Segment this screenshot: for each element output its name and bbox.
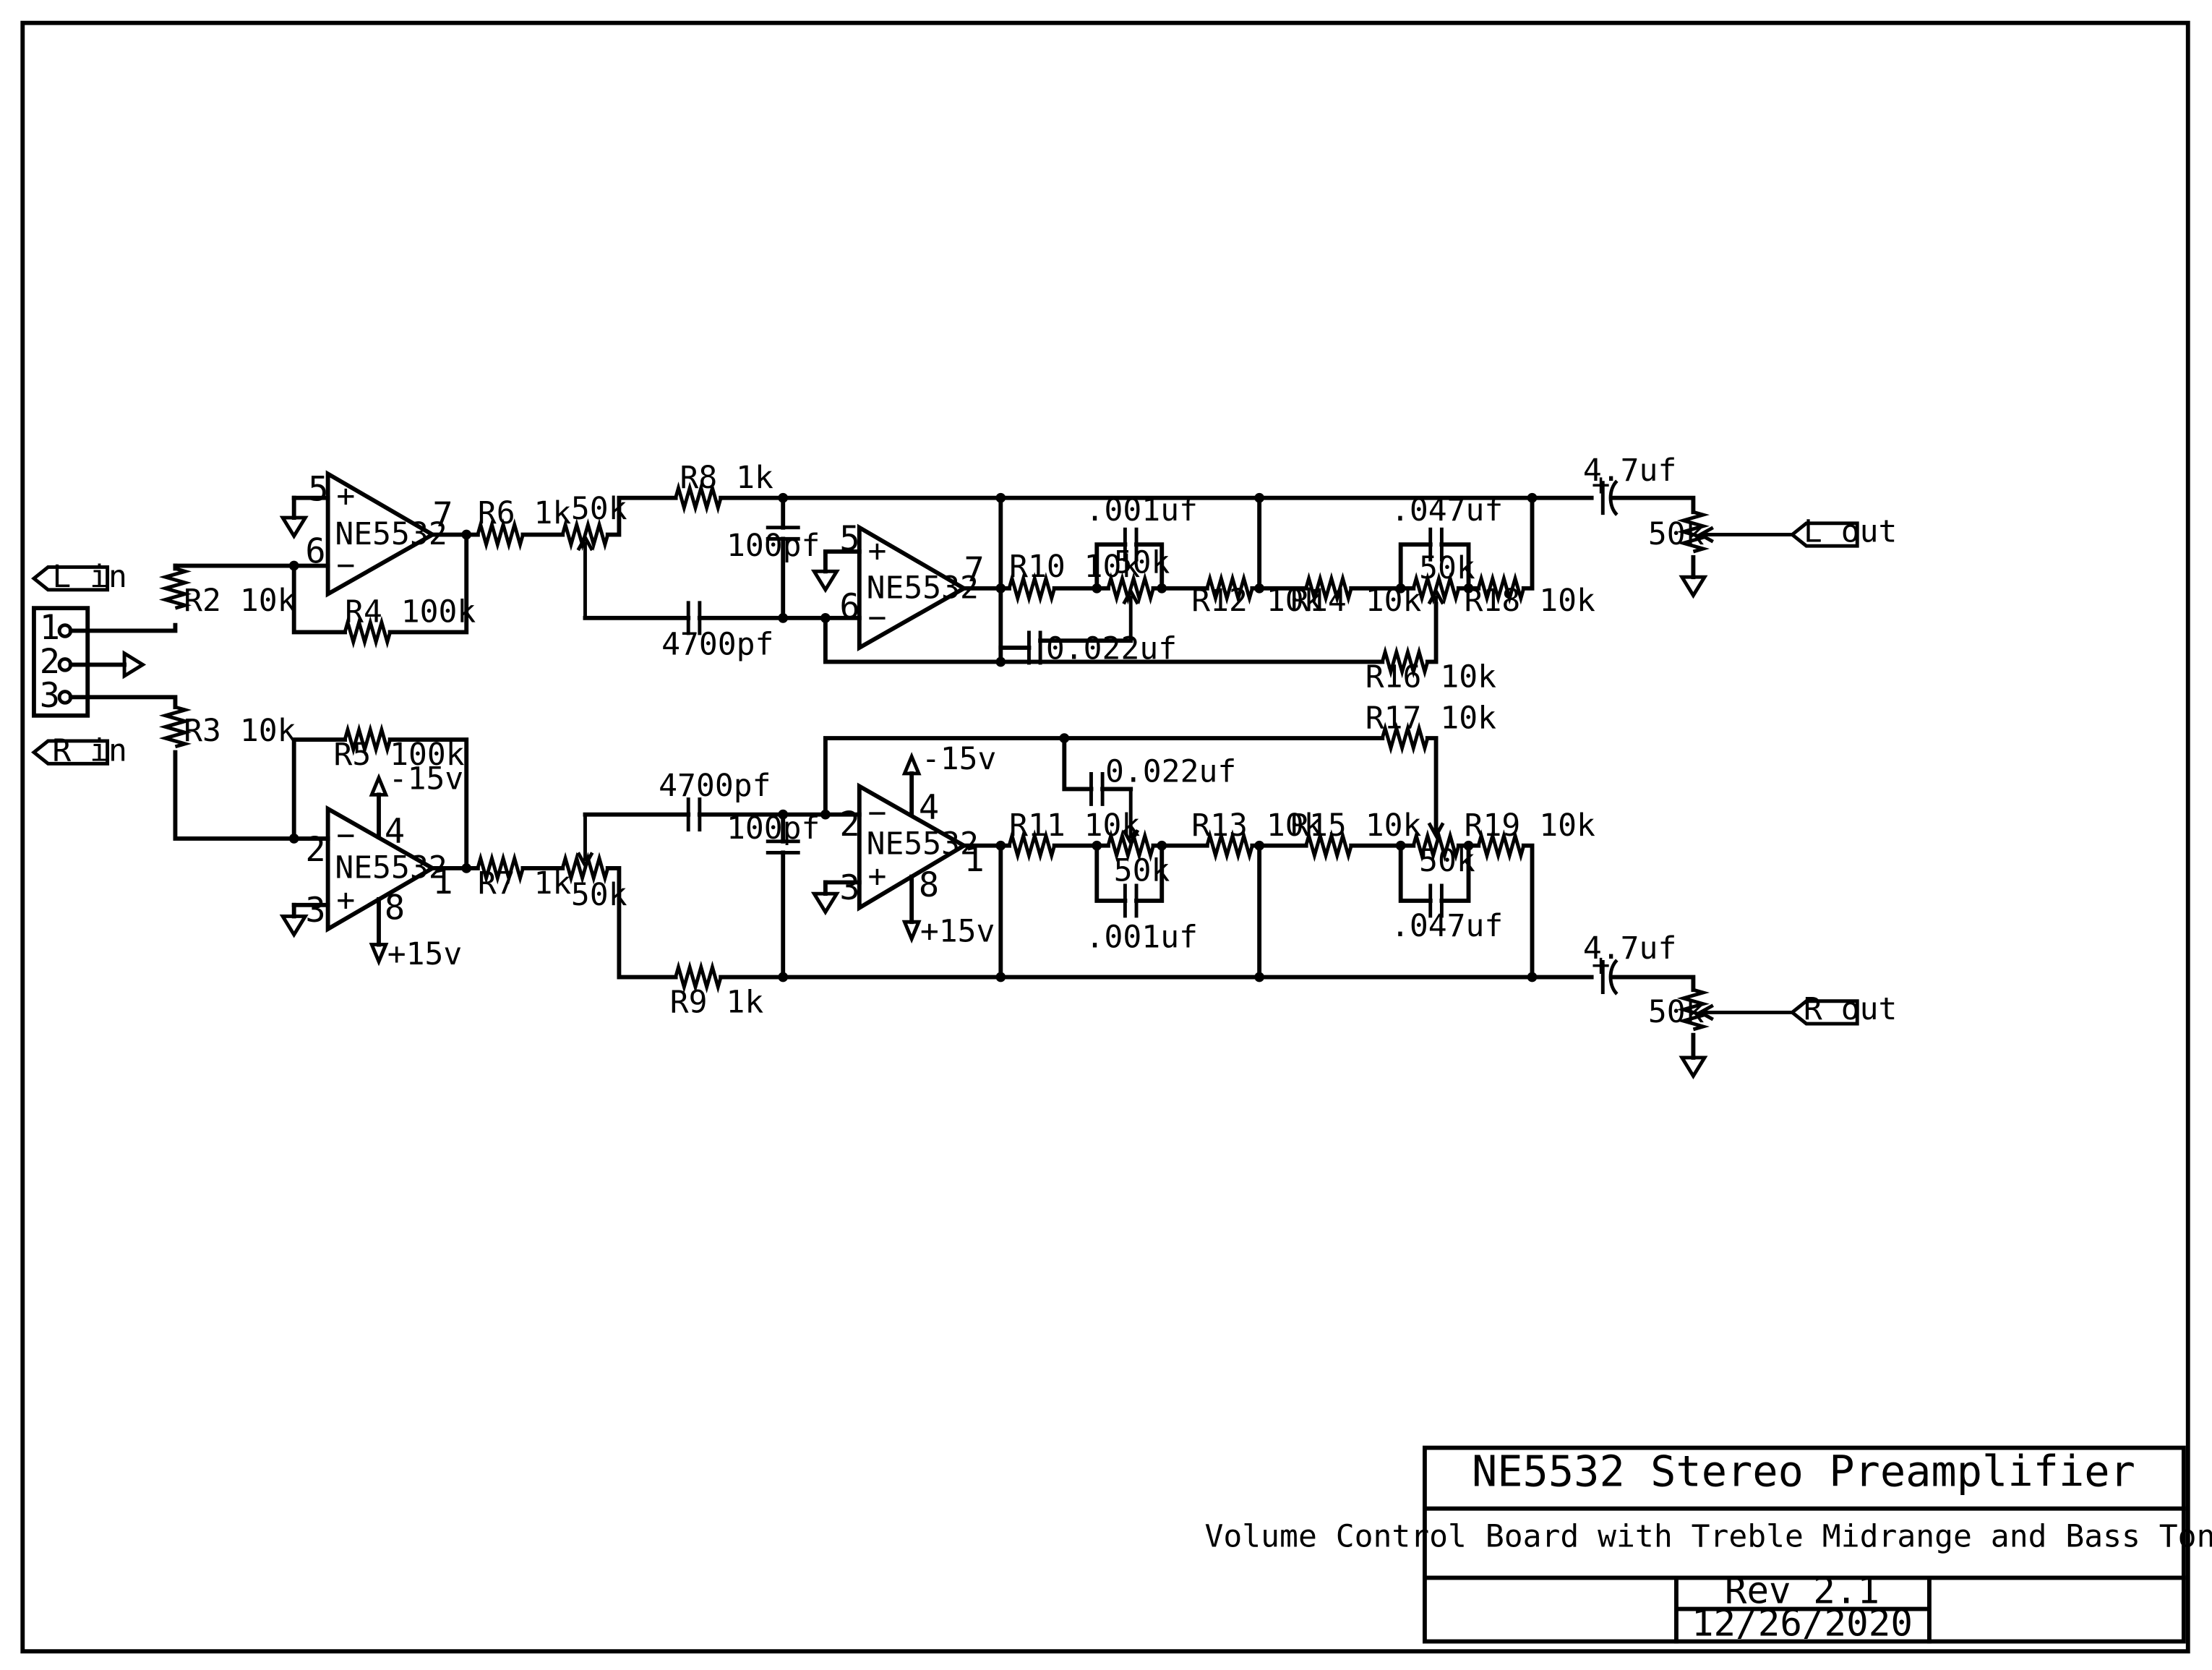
svg-text:+: + (1592, 467, 1611, 503)
svg-text:2: 2 (305, 830, 325, 870)
svg-text:+: + (336, 478, 355, 514)
label-r3: R3 10k (184, 713, 296, 749)
svg-text:+: + (336, 883, 355, 919)
label-r13: R13 10k (1191, 808, 1322, 844)
label-r17: R17 10k (1366, 700, 1496, 736)
port-l-in: L in (31, 559, 127, 595)
title-block: NE5532 Stereo Preamplifier Volume Contro… (1205, 1445, 2212, 1645)
label-pot-mid-l: 50k (1419, 550, 1475, 586)
label-r8: R8 1k (680, 460, 773, 496)
chip-label-r2: NE5532 (867, 826, 979, 862)
svg-text:1: 1 (432, 862, 453, 902)
label-neg-supply-r2: -15v (922, 741, 997, 777)
label-r4: R4 100k (345, 594, 476, 630)
jack-ground-symbol (122, 650, 147, 680)
title-text: NE5532 Stereo Preamplifier (1472, 1447, 2135, 1496)
port-l-out: L out (1789, 513, 1897, 549)
ground-symbol (1682, 1058, 1705, 1076)
ground-symbol (1682, 577, 1705, 595)
label-c100pf-r: 100pf (726, 810, 820, 847)
svg-text:2: 2 (839, 805, 859, 844)
opamp-l1: + − NE5532 (325, 470, 447, 598)
svg-text:−: − (336, 818, 355, 854)
input-jack: 1 2 3 (31, 606, 90, 718)
svg-text:R in: R in (52, 732, 127, 768)
opamp-l2: + − NE5532 (857, 523, 979, 651)
svg-text:8: 8 (919, 865, 939, 905)
label-r5: R5 100k (333, 737, 464, 773)
svg-text:+: + (868, 858, 887, 894)
label-c047uf-l: .047uf (1391, 492, 1503, 528)
subtitle-text: Volume Control Board with Treble Midrang… (1205, 1518, 2212, 1554)
svg-text:7: 7 (432, 495, 453, 535)
svg-text:5: 5 (839, 519, 859, 559)
ground-symbol (283, 916, 305, 934)
label-c4700pf-r: 4700pf (659, 768, 771, 804)
ground-symbol (814, 894, 836, 912)
svg-text:L out: L out (1804, 513, 1897, 549)
label-c001uf-l: .001uf (1086, 492, 1198, 528)
chip-label-l2: NE5532 (867, 570, 979, 606)
svg-text:5: 5 (308, 470, 328, 510)
svg-text:−: − (336, 547, 355, 583)
port-r-out: R out (1789, 991, 1897, 1027)
svg-text:3: 3 (305, 891, 325, 930)
svg-text:−: − (868, 795, 887, 831)
svg-text:4: 4 (385, 812, 405, 852)
chip-label-l1: NE5532 (335, 516, 447, 552)
label-r15: R15 10k (1290, 808, 1421, 844)
svg-text:6: 6 (305, 532, 325, 572)
ground-symbol (283, 518, 305, 536)
capacitor-022uf-l (1026, 630, 1042, 665)
label-pot-out-r: 50k (1648, 994, 1705, 1030)
label-c001uf-r: .001uf (1086, 919, 1198, 955)
jack-pin-2: 2 (40, 642, 60, 682)
label-r2: R2 10k (184, 583, 296, 619)
revision-text: Rev 2.1 (1725, 1570, 1879, 1612)
svg-text:6: 6 (839, 587, 859, 627)
svg-text:−: − (868, 600, 887, 636)
port-r-in: R in (31, 732, 127, 768)
label-c022uf-l: 0.022uf (1046, 631, 1177, 667)
label-c047uf-r: .047uf (1391, 908, 1503, 944)
jack-pin-1: 1 (40, 608, 60, 648)
label-r9: R9 1k (670, 984, 764, 1020)
svg-text:4: 4 (919, 788, 939, 828)
label-pos-supply-r1: +15v (387, 936, 463, 972)
label-pot-out-l: 50k (1648, 516, 1705, 552)
resistor-r3 (166, 707, 185, 747)
label-pos-supply-r2: +15v (920, 914, 995, 950)
svg-text:R out: R out (1804, 991, 1897, 1027)
svg-text:1: 1 (964, 840, 984, 880)
label-neg-supply-r1: -15v (389, 761, 464, 797)
label-r7: R7 1k (478, 865, 572, 902)
label-c47uf-l: 4.7uf (1583, 453, 1676, 489)
label-c4700pf-l: 4700pf (661, 627, 773, 663)
svg-text:7: 7 (964, 550, 984, 590)
label-r6: R6 1k (478, 495, 572, 531)
chip-label-r1: NE5532 (335, 850, 447, 886)
sheet-border (20, 20, 2190, 1654)
label-c47uf-r: 4.7uf (1583, 930, 1676, 967)
svg-text:3: 3 (839, 868, 859, 908)
jack-pin-3: 3 (40, 676, 60, 716)
date-text: 12/26/2020 (1692, 1602, 1913, 1645)
svg-text:L in: L in (52, 559, 127, 595)
label-r16: R16 10k (1366, 659, 1496, 695)
label-c100pf-l: 100pf (726, 528, 820, 564)
label-c022uf-r: 0.022uf (1105, 754, 1236, 790)
svg-text:+: + (1592, 948, 1611, 984)
ground-symbol (814, 571, 836, 589)
resistor-r2 (166, 568, 185, 608)
label-r10: R10 10k (1009, 549, 1140, 585)
label-r19: R19 10k (1465, 808, 1595, 844)
svg-text:+: + (868, 534, 887, 570)
svg-text:8: 8 (385, 888, 405, 928)
label-r11: R11 10k (1009, 808, 1140, 844)
